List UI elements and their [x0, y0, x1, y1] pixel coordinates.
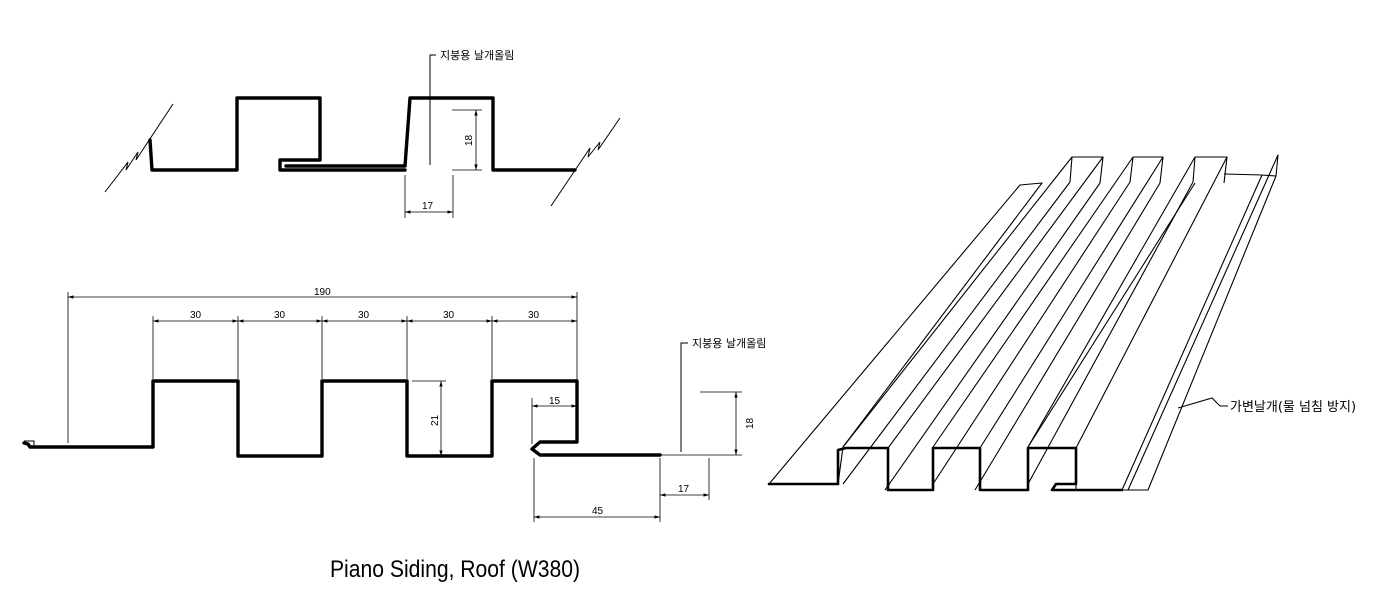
iso-rib-2	[884, 156, 1196, 491]
dim-pitch-5: 30	[528, 310, 540, 321]
bottom-profile-section: 190 30 30 30 30 30 21 15 지붕용 날개올림 18	[22, 287, 766, 522]
bottom-annotation-leader	[680, 342, 688, 452]
dim-pitch-1: 30	[190, 310, 202, 321]
break-line-left	[104, 103, 174, 193]
dim-flange-height: 18	[745, 417, 756, 429]
dim-flange-width: 17	[678, 484, 690, 495]
drawing-title: Piano Siding, Roof (W380)	[329, 556, 581, 583]
isometric-panel-view: 가변날개(물 넘침 방지)	[767, 154, 1356, 492]
dim-top-width: 17	[422, 201, 434, 212]
profile-start-tick	[24, 440, 35, 447]
top-profile-section: 지붕용 날개올림 18 17	[104, 49, 621, 218]
dim-hook-width: 15	[549, 396, 561, 407]
iso-sheet-outline	[768, 182, 1043, 485]
top-right-sheet-profile	[284, 96, 577, 172]
bottom-sheet-profile	[22, 379, 662, 458]
dim-pitch-2: 30	[274, 310, 286, 321]
bottom-roof-flange-label: 지붕용 날개올림	[692, 337, 766, 350]
top-left-sheet-profile	[148, 96, 407, 172]
dim-rib-height: 21	[430, 414, 441, 426]
iso-rib-3	[974, 156, 1228, 491]
top-annotation-leader	[429, 54, 436, 165]
dim-pitch-3: 30	[358, 310, 370, 321]
dim-top-height: 18	[464, 134, 475, 146]
variable-flange-label: 가변날개(물 넘침 방지)	[1230, 400, 1356, 415]
dim-pitch-4: 30	[443, 310, 455, 321]
iso-front-profile	[767, 446, 1124, 492]
top-roof-flange-label: 지붕용 날개올림	[440, 49, 514, 62]
iso-rib-1	[837, 156, 1104, 491]
dim-lap-width: 45	[592, 506, 604, 517]
dim-overall: 190	[314, 287, 331, 298]
variable-flange-leader	[1177, 397, 1228, 409]
break-line-right	[550, 117, 621, 207]
